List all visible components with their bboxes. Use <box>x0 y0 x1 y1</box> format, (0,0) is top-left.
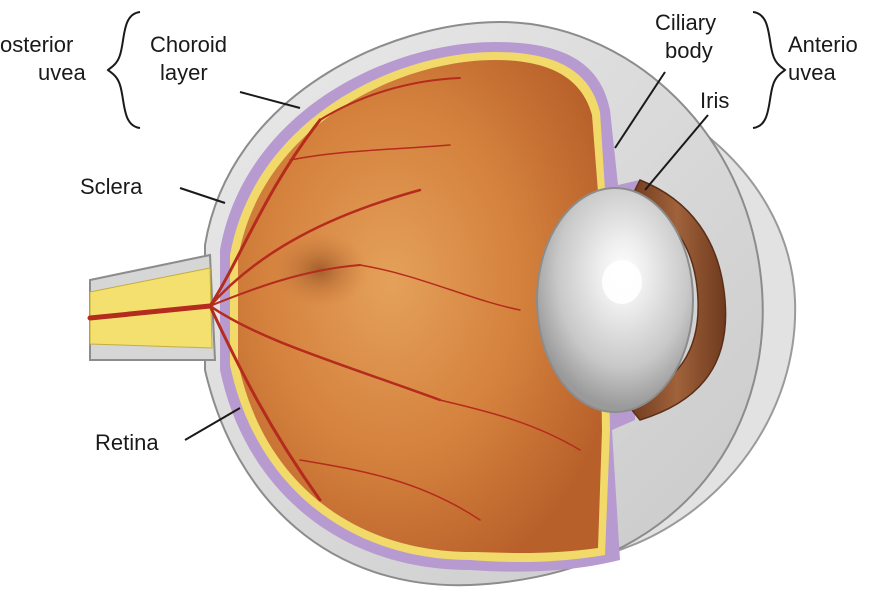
label-anterior-uvea-2: uvea <box>788 60 836 85</box>
label-ciliary-2: body <box>665 38 713 63</box>
label-retina: Retina <box>95 430 159 455</box>
label-ciliary-1: Ciliary <box>655 10 716 35</box>
label-iris: Iris <box>700 88 729 113</box>
label-sclera: Sclera <box>80 174 143 199</box>
anterior-uvea-brace <box>753 12 785 128</box>
label-choroid-1: Choroid <box>150 32 227 57</box>
label-posterior-uvea-1: osterior <box>0 32 73 57</box>
label-posterior-uvea-2: uvea <box>38 60 86 85</box>
lens-highlight <box>602 260 642 304</box>
posterior-uvea-brace <box>108 12 140 128</box>
label-anterior-uvea-1: Anterio <box>788 32 858 57</box>
label-choroid-2: layer <box>160 60 208 85</box>
